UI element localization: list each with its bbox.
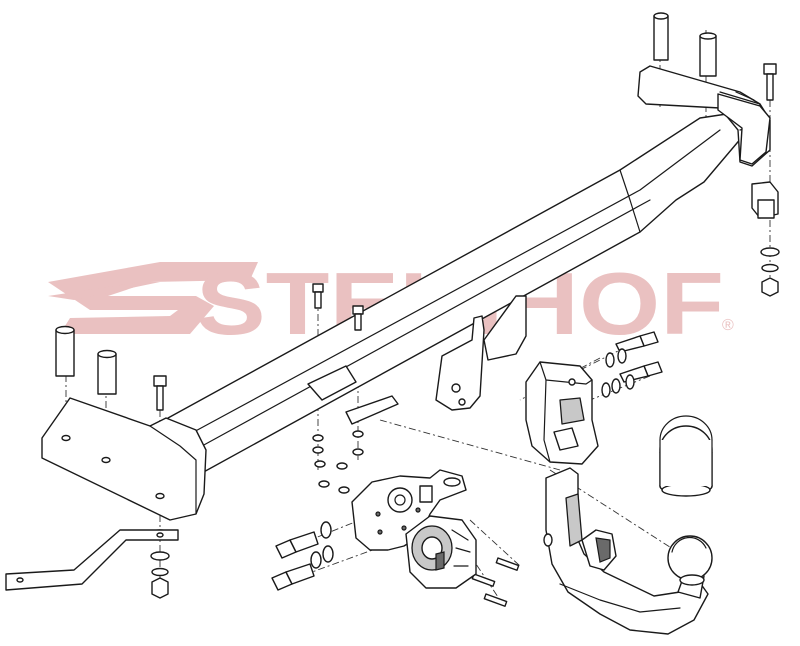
bolt-lower-1 — [275, 531, 319, 559]
tow-ball-cap — [659, 415, 713, 497]
washers-right-horizontal — [601, 348, 635, 398]
center-nuts — [312, 430, 364, 494]
main-cross-beam — [41, 65, 771, 521]
bolt-left — [153, 375, 167, 411]
washers-lower-left — [310, 521, 334, 569]
washer-nut-stack-right — [751, 181, 780, 297]
spacer-tube-4 — [97, 349, 117, 395]
spacer-tube-3 — [55, 325, 75, 377]
bolt-center-2 — [352, 305, 364, 331]
spacer-tubes — [55, 12, 717, 395]
screw-3 — [483, 593, 508, 607]
bolt-right-1 — [615, 331, 659, 353]
bolt-lower-2 — [271, 563, 315, 591]
towing-bracket-housing — [525, 361, 599, 465]
socket-mount-bracket — [351, 469, 467, 551]
spacer-tube-1 — [653, 12, 669, 61]
tow-bar-arm — [543, 467, 713, 635]
electrical-socket — [405, 515, 477, 589]
side-bracket — [5, 529, 179, 591]
registered-mark: ® — [722, 317, 734, 334]
screw-2 — [471, 573, 496, 587]
screw-1 — [495, 557, 520, 571]
bolt-center-1 — [312, 283, 324, 309]
steinhof-logo-swoosh-icon — [48, 262, 258, 334]
bolt-top-right — [763, 63, 777, 101]
spacer-tube-2 — [699, 32, 717, 77]
